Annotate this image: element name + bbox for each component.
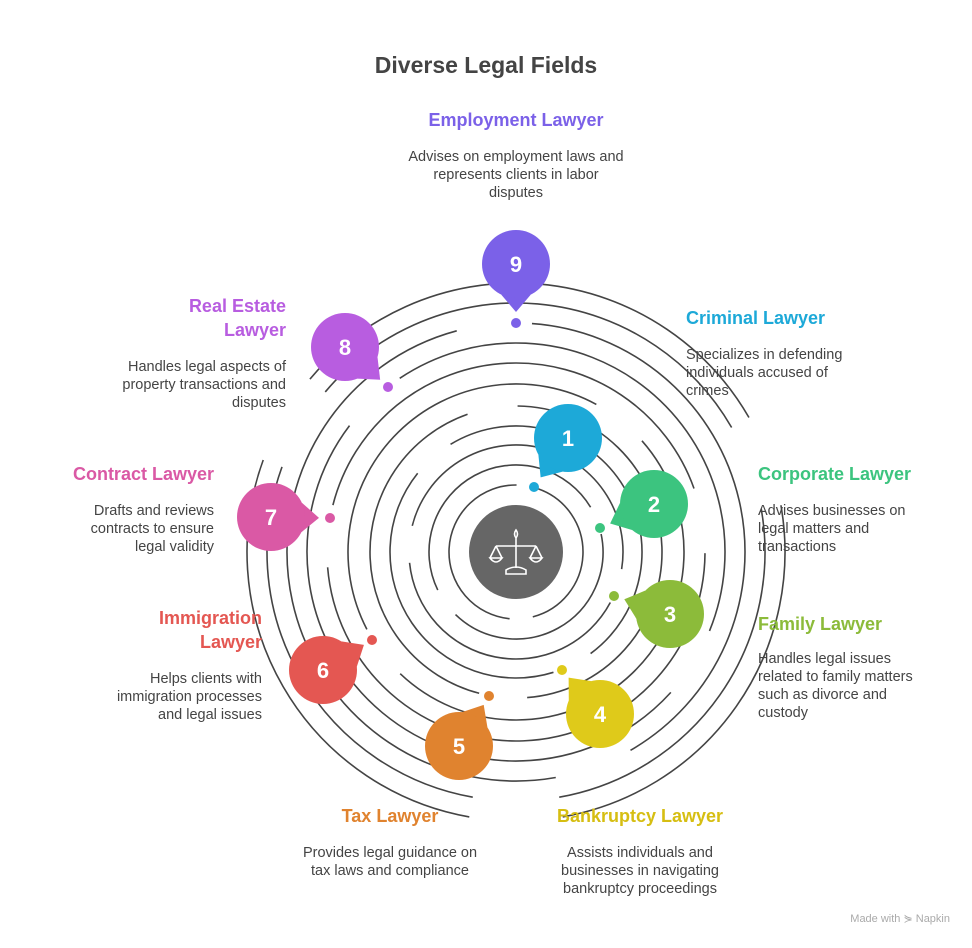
desc-real-estate: Handles legal aspects of property transa… — [122, 359, 286, 411]
desc-family: Handles legal issues related to family m… — [758, 651, 913, 721]
ring-arc — [399, 342, 726, 632]
ring-arc — [389, 472, 554, 679]
ring-arc — [531, 322, 746, 752]
desc-immigration: Helps clients with immigration processes… — [116, 671, 262, 723]
number-badge — [482, 230, 550, 298]
label-employment: Employment Lawyer — [428, 110, 604, 130]
ring-arc — [450, 425, 643, 655]
desc-criminal: Specializes in defending individuals acc… — [686, 347, 843, 399]
label-criminal: Criminal Lawyer — [686, 308, 826, 328]
badge-number: 9 — [510, 252, 522, 277]
badge-pointer — [301, 502, 319, 533]
ring-arc — [454, 533, 604, 640]
ring-marker-dot — [511, 318, 521, 328]
ring-marker-dot — [529, 482, 539, 492]
made-with-napkin-watermark: Made with ⋟ Napkin — [850, 913, 950, 925]
label-corporate: Corporate Lawyer — [758, 464, 912, 484]
ring-arc — [408, 562, 612, 660]
diagram-title: Diverse Legal Fields — [374, 52, 598, 78]
number-badge — [566, 680, 634, 748]
desc-contract: Drafts and reviews contracts to ensure l… — [90, 503, 214, 555]
ring-marker-dot — [609, 591, 619, 601]
badge-number: 5 — [453, 734, 465, 759]
label-tax: Tax Lawyer — [341, 806, 439, 826]
ring-marker-dot — [367, 635, 377, 645]
badge-pointer — [501, 294, 531, 312]
number-badge — [534, 404, 602, 472]
ring-arc — [559, 508, 766, 799]
label-contract: Contract Lawyer — [72, 464, 214, 484]
ring-arc — [369, 413, 480, 695]
number-badge — [289, 636, 357, 704]
ring-arc — [562, 505, 786, 818]
ring-marker-dot — [383, 382, 393, 392]
desc-corporate: Advises businesses on legal matters and … — [758, 503, 906, 555]
badge-number: 2 — [648, 492, 660, 517]
label-bankruptcy: Bankruptcy Lawyer — [556, 806, 724, 826]
number-badge — [237, 483, 305, 551]
label-real-estate: Real Estate Lawyer — [188, 296, 286, 340]
number-badge — [636, 580, 704, 648]
badge-number: 3 — [664, 602, 676, 627]
number-badge — [311, 313, 379, 381]
badge-number: 7 — [265, 505, 277, 530]
ring-marker-dot — [595, 523, 605, 533]
label-immigration: Immigration Lawyer — [158, 608, 262, 652]
ring-marker-dot — [325, 513, 335, 523]
badge-number: 8 — [339, 335, 351, 360]
ring-arc — [448, 484, 517, 620]
ring-arc — [532, 488, 584, 618]
label-family: Family Lawyer — [758, 614, 883, 634]
desc-bankruptcy: Assists individuals and businesses in na… — [561, 845, 719, 897]
badge-number: 4 — [594, 702, 607, 727]
desc-employment: Advises on employment laws and represent… — [408, 149, 624, 201]
desc-tax: Provides legal guidance on tax laws and … — [302, 845, 478, 879]
number-badge — [425, 712, 493, 780]
scales-of-justice-icon — [488, 528, 544, 575]
badge-number: 6 — [317, 658, 329, 683]
badge-pointer — [624, 590, 646, 619]
ring-arc — [324, 302, 733, 428]
number-badge — [620, 470, 688, 538]
ring-arc — [332, 362, 695, 506]
ring-marker-dot — [484, 691, 494, 701]
ring-arc — [347, 383, 597, 630]
ring-arc — [428, 464, 592, 591]
ring-marker-dot — [557, 665, 567, 675]
badge-number: 1 — [562, 426, 574, 451]
